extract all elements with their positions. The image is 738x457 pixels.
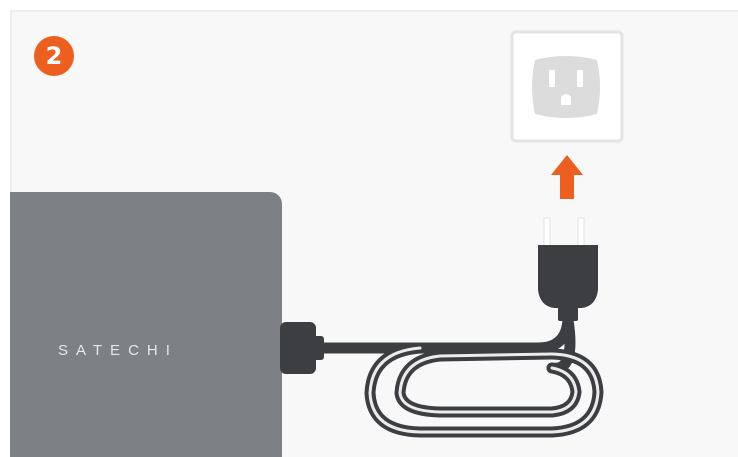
coiled-cable xyxy=(312,314,604,438)
arrow-up-icon xyxy=(551,155,583,199)
plug-prongs xyxy=(543,217,585,247)
device-brand-label: SATECHI xyxy=(58,342,178,359)
step-number: 2 xyxy=(45,42,63,70)
plug-strain-relief xyxy=(558,307,578,321)
wall-outlet-icon xyxy=(510,30,624,143)
power-plug-icon xyxy=(538,245,598,308)
coiled-cable-highlight xyxy=(368,346,600,434)
satechi-device: SATECHI xyxy=(10,192,282,457)
step-number-badge: 2 xyxy=(34,36,74,76)
device-connector xyxy=(280,322,324,374)
